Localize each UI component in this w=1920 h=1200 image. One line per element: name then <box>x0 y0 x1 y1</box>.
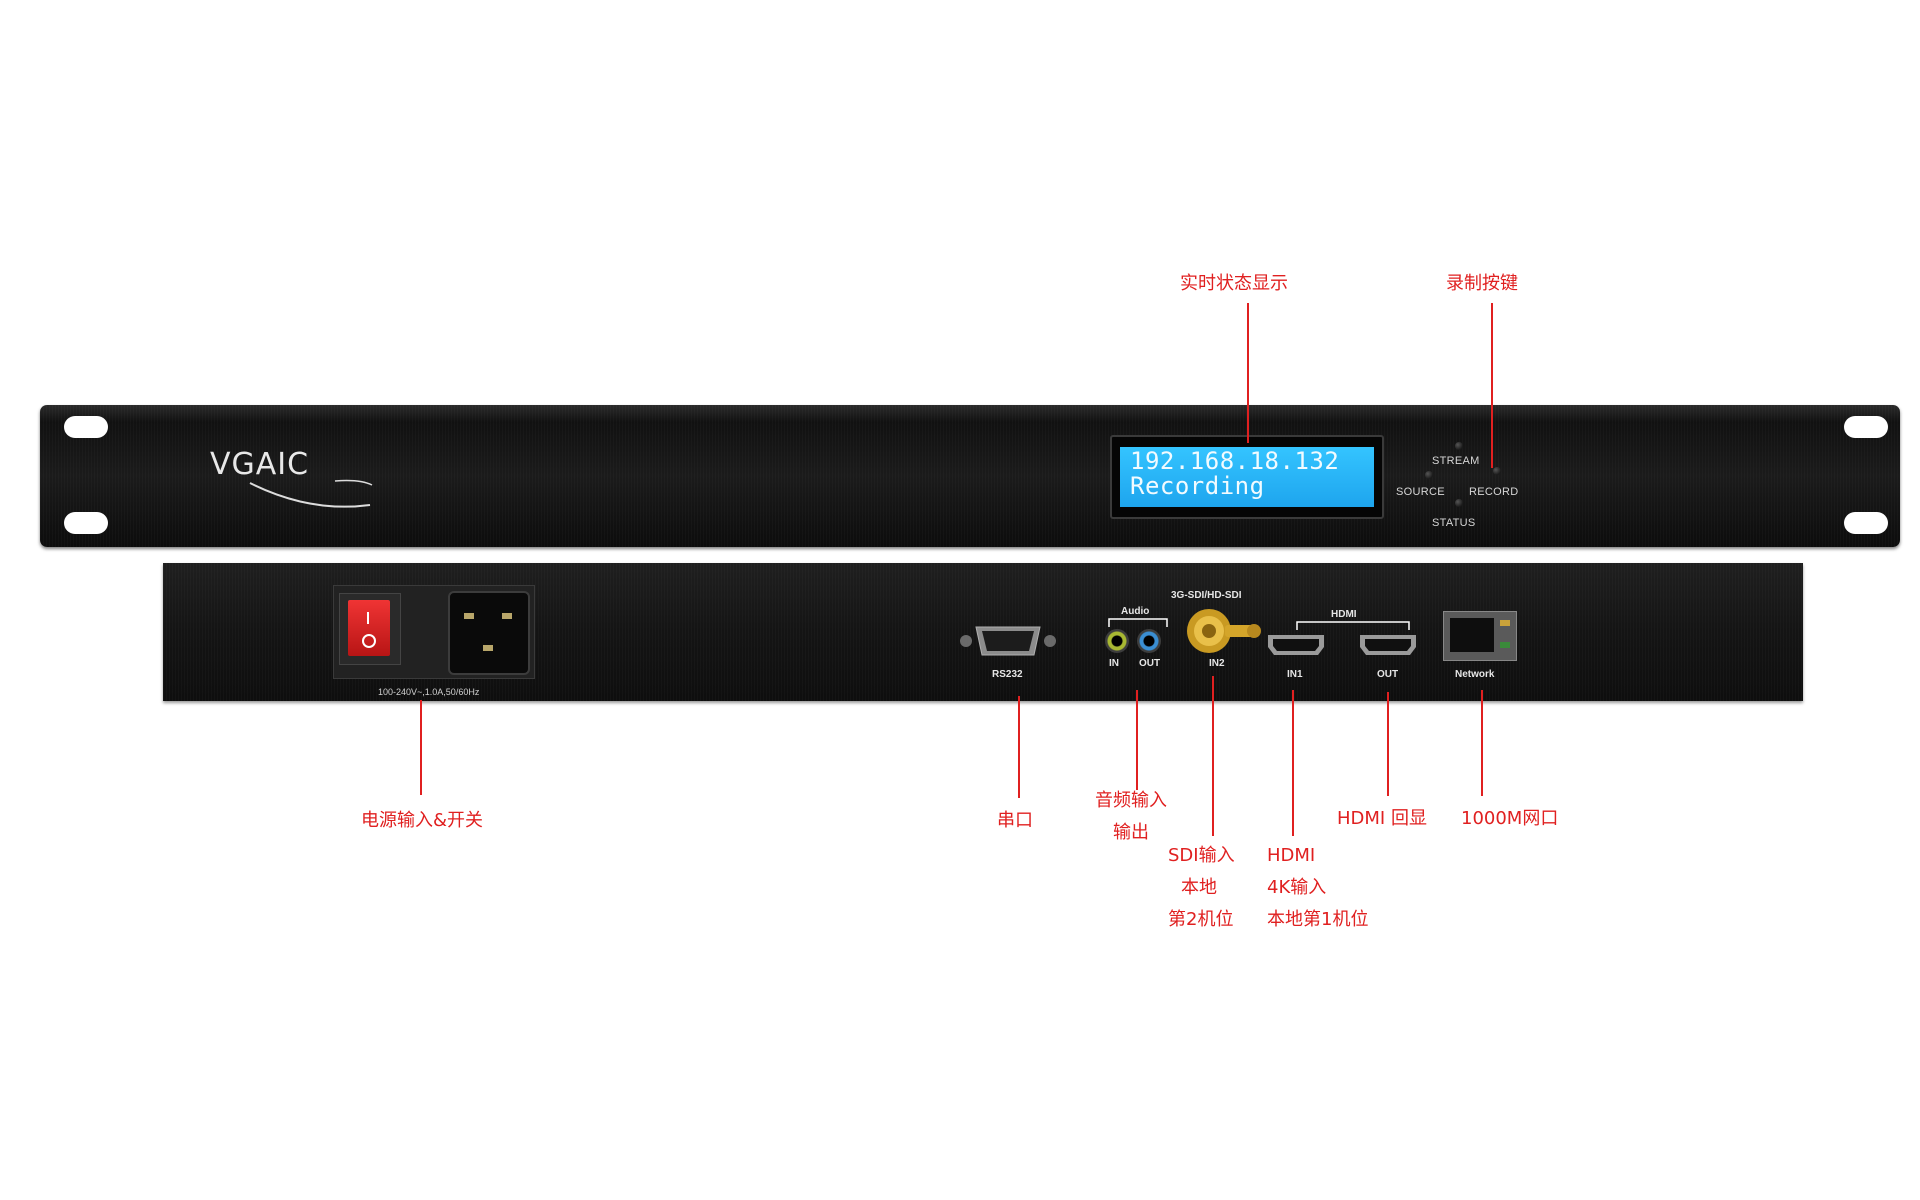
leader-line-hdmi-out <box>1387 692 1389 796</box>
lcd-screen: 192.168.18.132 Recording <box>1120 447 1374 507</box>
leader-line-record <box>1491 303 1493 468</box>
rs232-port-icon[interactable] <box>958 621 1058 661</box>
rack-mount-hole <box>64 416 108 438</box>
rj45-socket <box>1450 618 1494 652</box>
source-label: SOURCE <box>1396 486 1445 498</box>
annotation-sdi-line3: 第2机位 <box>1168 909 1234 930</box>
hdmi-bracket-icon <box>1296 621 1410 630</box>
sdi-in-label: IN2 <box>1209 658 1225 669</box>
record-label: RECORD <box>1469 486 1519 498</box>
hdmi-in-label: IN1 <box>1287 669 1303 680</box>
rack-mount-hole <box>64 512 108 534</box>
annotation-audio-line1: 音频输入 <box>1095 790 1167 811</box>
audio-out-jack[interactable] <box>1137 629 1161 653</box>
annotation-power: 电源输入&开关 <box>361 810 484 831</box>
annotation-record-button: 录制按键 <box>1446 273 1518 294</box>
hdmi-label: HDMI <box>1331 609 1357 620</box>
link-led <box>1500 620 1510 626</box>
record-button[interactable] <box>1493 467 1501 475</box>
leader-line-hdmi-in <box>1292 690 1294 836</box>
audio-in-label: IN <box>1109 658 1119 669</box>
annotation-lcd: 实时状态显示 <box>1180 273 1288 294</box>
front-panel: VGAIC 192.168.18.132 Recording STREAM SO… <box>40 405 1900 547</box>
brand-logo: VGAIC <box>210 447 310 482</box>
power-switch-housing <box>339 593 401 665</box>
hdmi-in-port-icon[interactable] <box>1266 633 1326 657</box>
leader-line-serial <box>1018 696 1020 798</box>
sdi-bnc-connector-icon[interactable] <box>1181 603 1261 655</box>
annotation-audio-line2: 输出 <box>1113 822 1149 843</box>
annotation-hdmi-out: HDMI 回显 <box>1337 808 1427 829</box>
stream-label: STREAM <box>1432 455 1480 467</box>
lcd-status-text: Recording <box>1130 472 1265 500</box>
power-rating-label: 100-240V~,1.0A,50/60Hz <box>378 687 480 697</box>
leader-line-network <box>1481 690 1483 796</box>
source-button[interactable] <box>1425 471 1433 479</box>
iec-power-inlet[interactable] <box>448 591 530 675</box>
lcd-ip-address: 192.168.18.132 <box>1130 447 1340 475</box>
status-label: STATUS <box>1432 517 1476 529</box>
annotation-sdi-line1: SDI输入 <box>1168 845 1235 866</box>
hdmi-out-port-icon[interactable] <box>1358 633 1418 657</box>
leader-line-sdi <box>1212 676 1214 836</box>
sdi-label: 3G-SDI/HD-SDI <box>1171 590 1242 601</box>
audio-out-label: OUT <box>1139 658 1161 669</box>
hdmi-out-label: OUT <box>1377 669 1399 680</box>
inlet-pin <box>464 613 474 619</box>
network-label: Network <box>1455 669 1495 680</box>
lcd-display: 192.168.18.132 Recording <box>1110 435 1384 519</box>
status-led <box>1455 499 1463 507</box>
annotation-network: 1000M网口 <box>1461 808 1559 829</box>
rack-mount-hole <box>1844 512 1888 534</box>
leader-line-audio <box>1136 690 1138 790</box>
inlet-pin <box>483 645 493 651</box>
rear-panel: 100-240V~,1.0A,50/60Hz RS232 Audio IN OU… <box>163 563 1803 701</box>
leader-line-power <box>420 700 422 795</box>
rack-mount-hole <box>1844 416 1888 438</box>
network-rj45-port[interactable] <box>1443 611 1517 661</box>
rs232-label: RS232 <box>992 669 1023 680</box>
annotation-hdmi-in-line3: 本地第1机位 <box>1267 909 1369 930</box>
activity-led <box>1500 642 1510 648</box>
power-switch[interactable] <box>348 600 390 656</box>
audio-in-jack[interactable] <box>1105 629 1129 653</box>
annotation-hdmi-in-line2: 4K输入 <box>1267 877 1327 898</box>
annotation-serial: 串口 <box>997 810 1033 831</box>
audio-bracket-icon <box>1108 618 1168 627</box>
inlet-pin <box>502 613 512 619</box>
stream-led <box>1455 442 1463 450</box>
logo-swoosh-icon <box>249 479 373 508</box>
audio-label: Audio <box>1121 606 1150 617</box>
switch-off-mark-icon <box>362 634 376 648</box>
annotation-sdi-line2: 本地 <box>1181 877 1217 898</box>
switch-on-mark-icon <box>367 612 369 624</box>
leader-line-lcd <box>1247 303 1249 443</box>
annotation-hdmi-in-line1: HDMI <box>1267 845 1316 866</box>
